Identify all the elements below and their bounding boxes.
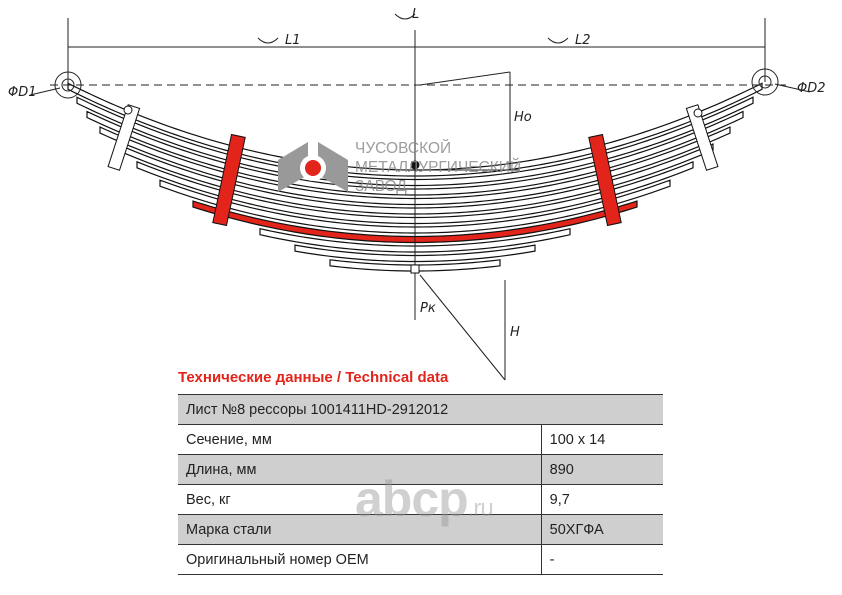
spring-leaves: [67, 82, 763, 272]
row-value: 890: [540, 454, 663, 485]
row-label: Сечение, мм: [178, 424, 542, 455]
dim-L: L: [412, 7, 419, 22]
row-value: -: [540, 544, 663, 575]
row-value: 50ХГФА: [540, 514, 663, 545]
logo-line: ЗАВОД: [355, 178, 407, 195]
logo-line: МЕТАЛЛУРГИЧЕСКИЙ: [355, 159, 522, 176]
leaf-8-highlighted: [192, 200, 638, 244]
row-label: Вес, кг: [178, 484, 542, 515]
row-label: Оригинальный номер OEM: [178, 544, 542, 575]
dim-L2: L2: [575, 33, 591, 48]
table-row: Оригинальный номер OEM-: [178, 544, 663, 575]
abcp-watermark: abcp.ru: [355, 470, 494, 528]
factory-logo-mark: [278, 142, 348, 192]
dim-L1: L1: [285, 33, 301, 48]
spring-leaf: [294, 244, 536, 263]
spring-leaf: [86, 110, 744, 196]
dim-D2: ΦD2: [797, 81, 826, 96]
table-header: Лист №8 рессоры 1001411HD-2912012: [178, 394, 663, 425]
row-label: Марка стали: [178, 514, 542, 545]
watermark-suffix: .ru: [467, 495, 494, 522]
row-value: 9,7: [540, 484, 663, 515]
dim-H: H: [510, 325, 520, 340]
clamps: [107, 104, 719, 274]
factory-logo-text: ЧУСОВСКОЙ МЕТАЛЛУРГИЧЕСКИЙ ЗАВОД: [355, 139, 521, 196]
logo-line: ЧУСОВСКОЙ: [355, 140, 452, 157]
table-header-row: Лист №8 рессоры 1001411HD-2912012: [178, 394, 663, 425]
spring-leaf: [159, 179, 671, 234]
dim-Ho: Ho: [514, 110, 532, 125]
section-title: Технические данные / Technical data: [178, 369, 449, 386]
watermark-main: abcp: [355, 471, 469, 527]
row-value: 100 x 14: [540, 424, 663, 455]
spring-leaf: [136, 160, 694, 225]
dim-Pk: Pк: [420, 301, 436, 316]
spring-leaf: [99, 126, 731, 206]
row-label: Длина, мм: [178, 454, 542, 485]
spring-leaf: [259, 227, 571, 253]
dimension-lines: [29, 13, 811, 381]
technical-data-table: Лист №8 рессоры 1001411HD-2912012 Сечени…: [178, 394, 663, 575]
dim-D1: ΦD1: [8, 85, 37, 100]
